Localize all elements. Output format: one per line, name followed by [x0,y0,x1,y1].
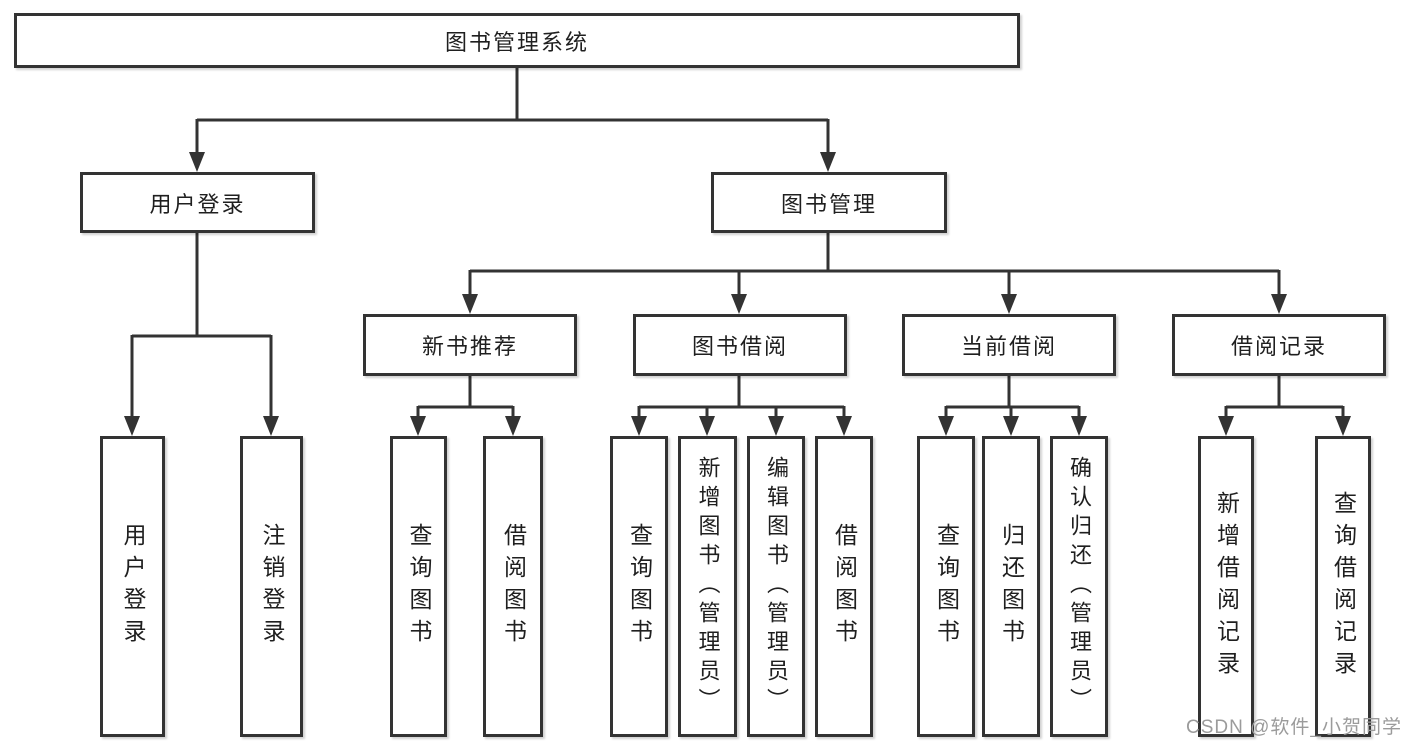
node-book-management-label: 图书管理 [780,191,877,217]
leaf-confirm-return-admin-label: 确认归还（管理员） [1067,456,1092,717]
node-root-system: 图书管理系统 [14,13,1020,68]
node-book-borrowing: 图书借阅 [633,314,847,376]
leaf-add-borrow-record: 新增借阅记录 [1198,436,1254,737]
leaf-query-books-cb: 查询图书 [917,436,975,737]
leaf-user-login: 用户登录 [100,436,165,737]
leaf-query-borrow-record-label: 查询借阅记录 [1330,490,1357,683]
leaf-query-books-bb-label: 查询图书 [626,522,653,651]
node-root-label: 图书管理系统 [444,29,589,55]
leaf-borrow-books-nbr: 借阅图书 [483,436,543,737]
leaf-borrow-books-bb-label: 借阅图书 [831,522,858,651]
leaf-query-books-nbr-label: 查询图书 [406,522,432,651]
leaf-query-borrow-record: 查询借阅记录 [1315,436,1371,737]
node-book-management: 图书管理 [711,172,947,233]
leaf-add-books-admin: 新增图书（管理员） [678,436,737,737]
node-new-book-recommend-label: 新书推荐 [421,334,518,359]
leaf-edit-books-admin: 编辑图书（管理员） [747,436,805,737]
node-new-book-recommend: 新书推荐 [363,314,577,376]
leaf-user-login-label: 用户登录 [120,522,146,651]
leaf-borrow-books-bb: 借阅图书 [815,436,873,737]
node-user-login-label: 用户登录 [149,191,246,217]
node-user-login: 用户登录 [80,172,315,233]
leaf-return-books-label: 归还图书 [998,522,1025,651]
node-borrowing-records-label: 借阅记录 [1230,334,1327,359]
leaf-query-books-nbr: 查询图书 [390,436,447,737]
leaf-confirm-return-admin: 确认归还（管理员） [1050,436,1108,737]
leaf-query-books-cb-label: 查询图书 [933,522,960,651]
leaf-logout: 注销登录 [240,436,303,737]
leaf-borrow-books-nbr-label: 借阅图书 [500,522,527,651]
node-book-borrowing-label: 图书借阅 [691,334,788,359]
node-borrowing-records: 借阅记录 [1172,314,1386,376]
csdn-watermark: CSDN @软件_小贺同学 [1186,717,1402,738]
leaf-edit-books-admin-label: 编辑图书（管理员） [764,456,789,717]
leaf-query-books-bb: 查询图书 [610,436,668,737]
leaf-logout-label: 注销登录 [259,522,285,651]
node-current-borrowing: 当前借阅 [902,314,1116,376]
leaf-return-books: 归还图书 [982,436,1040,737]
leaf-add-borrow-record-label: 新增借阅记录 [1213,490,1240,683]
node-current-borrowing-label: 当前借阅 [960,334,1057,359]
leaf-add-books-admin-label: 新增图书（管理员） [695,456,721,717]
